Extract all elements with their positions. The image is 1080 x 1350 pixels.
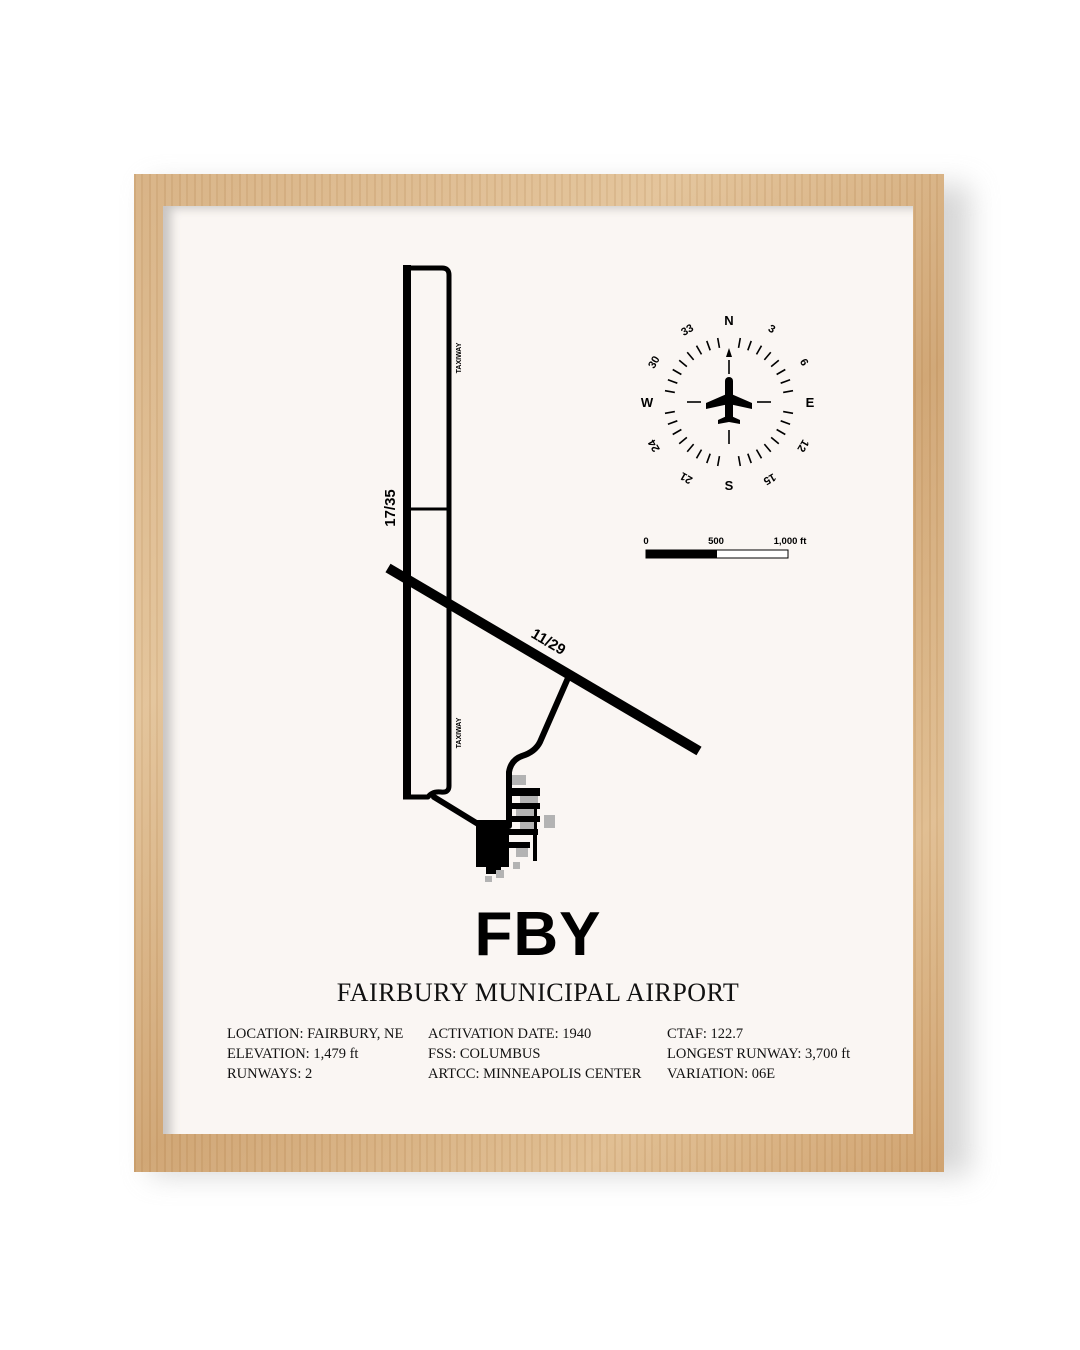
compass-tick bbox=[780, 379, 791, 384]
info-column-2: ACTIVATION DATE: 1940 FSS: COLUMBUS ARTC… bbox=[428, 1024, 641, 1084]
connector-taxiways bbox=[431, 675, 571, 829]
compass-s: S bbox=[725, 478, 734, 493]
runway-label-17-35: 17/35 bbox=[382, 489, 399, 527]
airplane-icon bbox=[706, 377, 752, 424]
compass-tick bbox=[664, 410, 675, 415]
compass-tick bbox=[678, 359, 688, 368]
compass-tick bbox=[770, 359, 780, 368]
compass-tick bbox=[763, 351, 772, 361]
compass-heading-21: 21 bbox=[678, 469, 695, 486]
compass-tick bbox=[695, 345, 703, 355]
compass-heading-33: 33 bbox=[679, 322, 696, 339]
info-location: LOCATION: FAIRBURY, NE bbox=[227, 1026, 404, 1042]
compass-tick bbox=[783, 389, 794, 394]
info-column-3: CTAF: 122.7 LONGEST RUNWAY: 3,700 ft VAR… bbox=[667, 1024, 850, 1084]
poster-paper bbox=[163, 206, 913, 1134]
scale-label-500: 500 bbox=[708, 536, 724, 547]
taxiway-label-north: TAXIWAY bbox=[456, 342, 463, 373]
compass-tick bbox=[672, 368, 682, 376]
compass-tick bbox=[780, 420, 791, 425]
compass-tick bbox=[706, 340, 711, 351]
info-variation: VARIATION: 06E bbox=[667, 1066, 776, 1082]
info-elevation: ELEVATION: 1,479 ft bbox=[227, 1046, 359, 1062]
compass-tick bbox=[747, 340, 752, 351]
compass-tick bbox=[695, 449, 703, 459]
compass-tick bbox=[737, 337, 742, 348]
compass-tick bbox=[716, 337, 721, 348]
info-column-1: LOCATION: FAIRBURY, NE ELEVATION: 1,479 … bbox=[227, 1024, 403, 1084]
compass-tick bbox=[686, 443, 695, 453]
compass-tick bbox=[686, 351, 695, 361]
compass-tick bbox=[755, 345, 763, 355]
runway-17-35 bbox=[403, 265, 452, 800]
airport-code: FBY bbox=[474, 900, 602, 969]
compass-tick bbox=[664, 389, 675, 394]
compass-tick bbox=[667, 420, 678, 425]
compass-w: W bbox=[641, 395, 654, 410]
scale-label-0: 0 bbox=[643, 536, 648, 547]
compass-e: E bbox=[806, 395, 815, 410]
compass-tick bbox=[737, 456, 742, 467]
compass-tick bbox=[783, 410, 794, 415]
info-longest-runway: LONGEST RUNWAY: 3,700 ft bbox=[667, 1046, 851, 1062]
terminal-apron bbox=[476, 775, 555, 882]
north-arrow-icon bbox=[726, 348, 732, 357]
compass-tick bbox=[667, 379, 678, 384]
compass-tick bbox=[716, 456, 721, 467]
runway-11-29 bbox=[385, 563, 702, 756]
compass-heading-30: 30 bbox=[646, 354, 663, 371]
info-ctaf: CTAF: 122.7 bbox=[667, 1026, 744, 1042]
compass-tick bbox=[776, 428, 786, 436]
compass-tick bbox=[770, 436, 780, 445]
taxiway-label-south: TAXIWAY bbox=[456, 717, 463, 748]
compass-tick bbox=[763, 443, 772, 453]
scale-label-1000: 1,000 ft bbox=[774, 536, 808, 547]
info-runways: RUNWAYS: 2 bbox=[227, 1066, 313, 1082]
airport-name: FAIRBURY MUNICIPAL AIRPORT bbox=[336, 978, 740, 1007]
compass-tick bbox=[755, 449, 763, 459]
compass-heading-6: 6 bbox=[797, 357, 810, 368]
compass-tick bbox=[678, 436, 688, 445]
info-artcc: ARTCC: MINNEAPOLIS CENTER bbox=[428, 1066, 642, 1082]
compass-heading-12: 12 bbox=[794, 437, 811, 454]
compass-tick bbox=[672, 428, 682, 436]
compass-heading-3: 3 bbox=[766, 323, 777, 336]
scale-bar: 0 500 1,000 ft bbox=[643, 536, 808, 559]
info-fss: FSS: COLUMBUS bbox=[428, 1046, 541, 1062]
compass-n: N bbox=[724, 313, 733, 328]
compass-tick bbox=[747, 453, 752, 464]
compass-rose: N E S W 3 6 12 15 21 24 30 33 bbox=[641, 313, 815, 493]
compass-tick bbox=[776, 368, 786, 376]
compass-heading-24: 24 bbox=[646, 436, 663, 453]
compass-heading-15: 15 bbox=[761, 470, 778, 487]
compass-tick bbox=[706, 453, 711, 464]
info-activation-date: ACTIVATION DATE: 1940 bbox=[428, 1026, 592, 1042]
